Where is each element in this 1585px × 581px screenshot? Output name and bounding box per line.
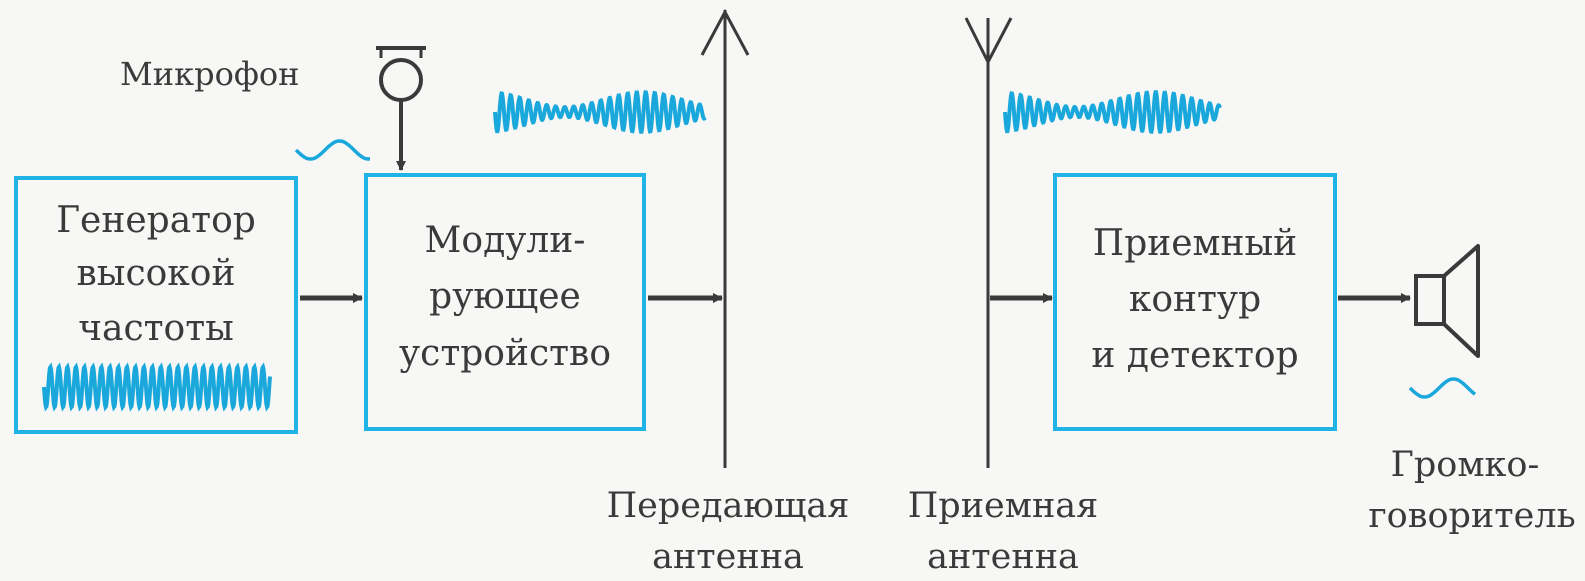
high-frequency-wave [42,362,272,412]
microphone-label: Микрофон [120,55,299,93]
receive-antenna-label-line-2: антенна [927,537,1079,577]
transmit-antenna-label-line-1: Передающая [607,486,850,526]
modulated-wave-transmitter [493,89,707,134]
arrow-up-icon [700,8,750,468]
generator-box [14,176,298,434]
generator-label-line-2: высокой [77,253,236,294]
loudspeaker-label-line-2: говоритель [1368,496,1575,536]
loudspeaker-label-line-1: Громко- [1391,445,1540,485]
loudspeaker-icon [1414,244,1480,358]
receiver-label-line-1: Приемный [1093,223,1297,264]
audio-wave-microphone [294,139,370,161]
modulator-label-line-1: Модули- [425,220,586,261]
antenna-icon [964,17,1013,468]
receiver-box [1053,173,1337,431]
audio-wave-loudspeaker [1408,377,1477,399]
receiver-label-line-3: и детектор [1091,335,1298,376]
generator-label-line-3: частоты [78,308,234,349]
transmit-antenna-label-line-2: антенна [652,537,804,577]
modulator-label-line-3: устройство [399,333,611,374]
microphone-icon [376,46,426,102]
modulated-wave-receiver [1003,90,1222,134]
modulator-box [364,173,646,431]
generator-label-line-1: Генератор [56,200,256,241]
receiver-label-line-2: контур [1129,279,1261,320]
modulator-label-line-2: рующее [429,276,581,317]
receive-antenna-label-line-1: Приемная [908,486,1098,526]
